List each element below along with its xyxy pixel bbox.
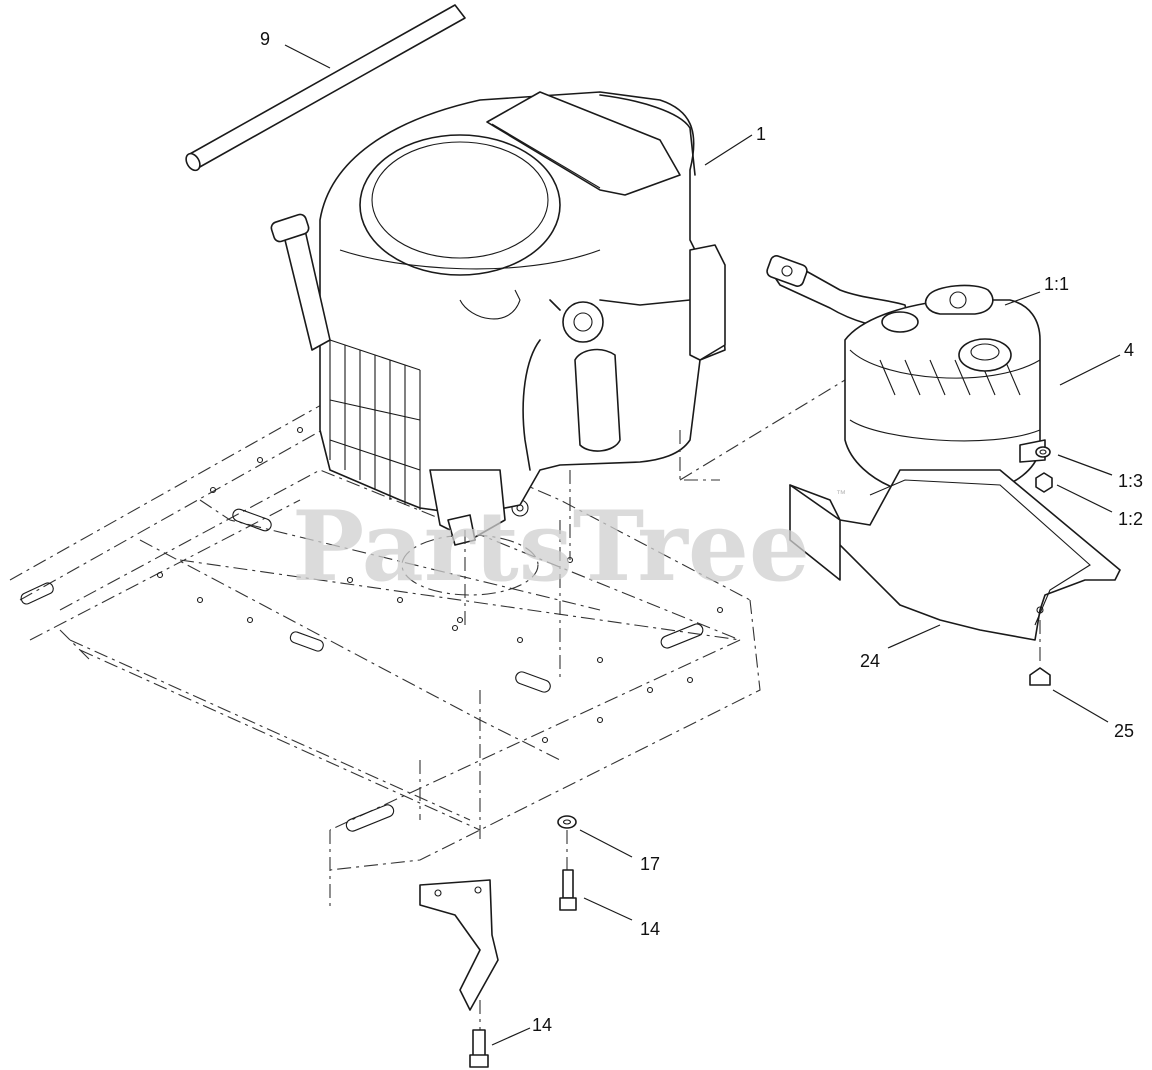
heat-shield bbox=[789, 469, 1121, 641]
callout-24: 24 bbox=[860, 651, 880, 671]
callout-17: 17 bbox=[640, 854, 660, 874]
callout-1-3: 1:3 bbox=[1118, 471, 1143, 491]
callout-1: 1 bbox=[756, 124, 766, 144]
bolt bbox=[1029, 620, 1051, 686]
callout-labels: 9 1 1:1 4 1:3 1:2 24 25 17 14 14 bbox=[260, 29, 1143, 1035]
callout-14: 14 bbox=[640, 919, 660, 939]
fuel-hose bbox=[185, 4, 466, 172]
washer-frame bbox=[557, 815, 577, 870]
engine bbox=[270, 91, 726, 546]
bolt-frame bbox=[559, 869, 577, 911]
mower-frame bbox=[9, 399, 761, 1011]
washer bbox=[1035, 446, 1051, 458]
bolt-bracket bbox=[469, 1000, 489, 1068]
callout-1-1: 1:1 bbox=[1044, 274, 1069, 294]
callout-4: 4 bbox=[1124, 340, 1134, 360]
watermark-text: PartsTree bbox=[292, 490, 810, 603]
leader-lines bbox=[284, 44, 1121, 1046]
watermark-trademark: ™ bbox=[836, 489, 846, 500]
callout-14-lower: 14 bbox=[532, 1015, 552, 1035]
callout-25: 25 bbox=[1114, 721, 1134, 741]
nut bbox=[1035, 472, 1053, 493]
callout-1-2: 1:2 bbox=[1118, 509, 1143, 529]
muffler bbox=[766, 255, 1046, 491]
callout-9: 9 bbox=[260, 29, 270, 49]
